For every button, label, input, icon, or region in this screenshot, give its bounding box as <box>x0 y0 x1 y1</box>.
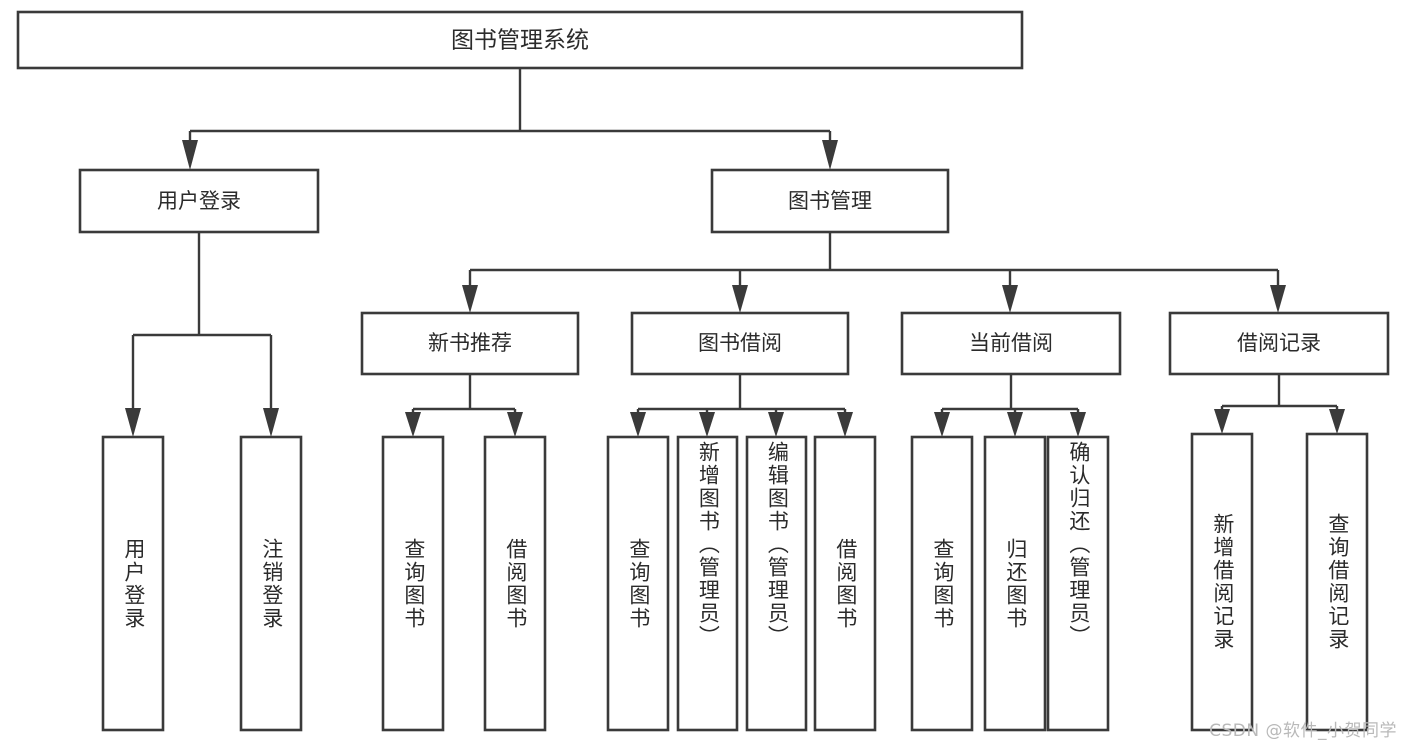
arrow-icon-to-new-book-recommend <box>462 285 478 313</box>
leaf-box-bb-1[interactable] <box>606 435 670 732</box>
node-new-book-recommend-label: 新书推荐 <box>428 331 512 355</box>
arrow-icon-nbr-leaf-2 <box>507 412 523 437</box>
leaf-box-cb-3[interactable] <box>1046 435 1110 732</box>
arrow-icon-to-user-login <box>182 140 198 170</box>
arrow-icon-cb-leaf-1 <box>934 412 950 437</box>
arrow-icon-nbr-leaf-1 <box>405 412 421 437</box>
arrow-icon-user-login-leaf-1 <box>125 408 141 437</box>
node-book-manage-label: 图书管理 <box>788 189 872 213</box>
arrow-icon-to-book-manage <box>822 140 838 170</box>
node-current-borrow-box[interactable] <box>900 311 1122 376</box>
arrow-icon-user-login-leaf-2 <box>263 408 279 437</box>
node-current-borrow-label: 当前借阅 <box>969 331 1053 355</box>
node-new-book-recommend-box[interactable] <box>360 311 580 376</box>
arrow-icon-br-leaf-2 <box>1329 409 1345 434</box>
node-book-borrow-box[interactable] <box>630 311 850 376</box>
arrow-icon-bb-leaf-2 <box>699 412 715 437</box>
arrow-icon-bb-leaf-3 <box>768 412 784 437</box>
node-user-login-label: 用户登录 <box>157 189 241 213</box>
watermark-text: CSDN @软件_小贺同学 <box>1209 721 1397 741</box>
arrow-icon-cb-leaf-2 <box>1007 412 1023 437</box>
leaf-box-bb-3[interactable] <box>745 435 808 732</box>
leaf-box-user-login-2[interactable] <box>239 435 303 732</box>
leaf-box-cb-2[interactable] <box>983 435 1047 732</box>
node-borrow-record-label: 借阅记录 <box>1237 331 1321 355</box>
arrow-icon-to-borrow-record <box>1270 285 1286 313</box>
arrow-icon-br-leaf-1 <box>1214 409 1230 434</box>
node-root-box[interactable] <box>16 10 1024 70</box>
leaf-box-br-1[interactable] <box>1190 432 1254 732</box>
arrow-icon-bb-leaf-1 <box>630 412 646 437</box>
node-borrow-record-box[interactable] <box>1168 311 1390 376</box>
node-book-manage-box[interactable] <box>710 168 950 234</box>
arrow-icon-bb-leaf-4 <box>837 412 853 437</box>
leaf-box-br-2[interactable] <box>1305 432 1369 732</box>
node-root-label: 图书管理系统 <box>451 28 589 54</box>
leaf-box-bb-2[interactable] <box>676 435 739 732</box>
leaf-box-bb-4[interactable] <box>813 435 877 732</box>
leaf-box-cb-1[interactable] <box>910 435 974 732</box>
arrow-icon-to-current-borrow <box>1002 285 1018 313</box>
arrow-icon-to-book-borrow <box>732 285 748 313</box>
arrow-icon-cb-leaf-3 <box>1070 412 1086 437</box>
leaf-box-nbr-2[interactable] <box>483 435 547 732</box>
leaf-box-user-login-1[interactable] <box>101 435 165 732</box>
leaf-box-nbr-1[interactable] <box>381 435 445 732</box>
node-book-borrow-label: 图书借阅 <box>698 331 782 355</box>
